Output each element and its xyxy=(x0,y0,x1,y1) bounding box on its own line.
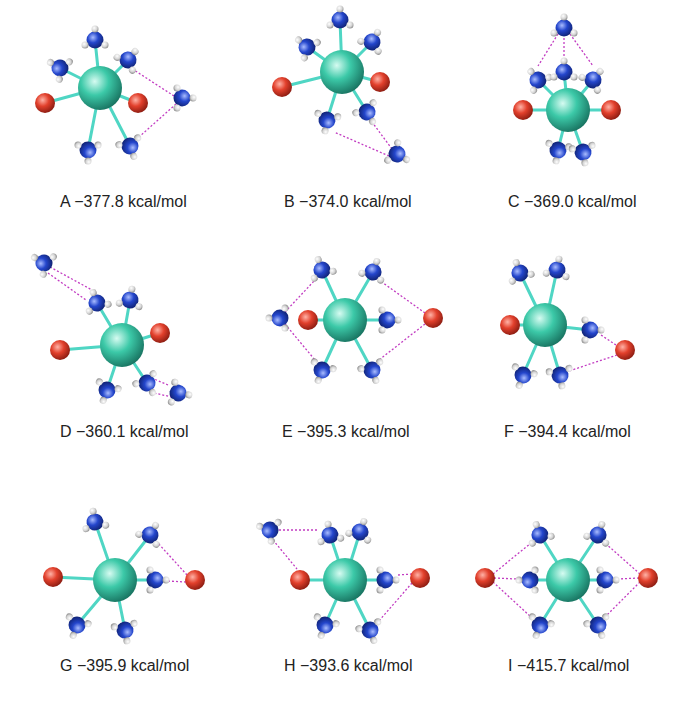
complex-e xyxy=(266,252,444,388)
energy-caption: C −369.0 kcal/mol xyxy=(508,192,637,212)
complex-c xyxy=(513,14,621,169)
energy-caption: F −394.4 kcal/mol xyxy=(504,422,631,442)
energy-caption: D −360.1 kcal/mol xyxy=(60,422,189,442)
energy-caption: E −395.3 kcal/mol xyxy=(282,422,410,442)
complex-b xyxy=(272,6,416,173)
complex-i xyxy=(475,517,658,643)
complex-f xyxy=(500,253,635,393)
energy-caption: G −395.9 kcal/mol xyxy=(60,656,189,676)
complex-d xyxy=(25,244,195,409)
complex-a xyxy=(35,26,197,165)
energy-caption: I −415.7 kcal/mol xyxy=(508,656,629,676)
energy-caption: A −377.8 kcal/mol xyxy=(60,192,187,212)
complex-g xyxy=(43,505,205,646)
energy-caption: B −374.0 kcal/mol xyxy=(284,192,412,212)
energy-caption: H −393.6 kcal/mol xyxy=(284,656,413,676)
complex-h xyxy=(252,512,430,648)
